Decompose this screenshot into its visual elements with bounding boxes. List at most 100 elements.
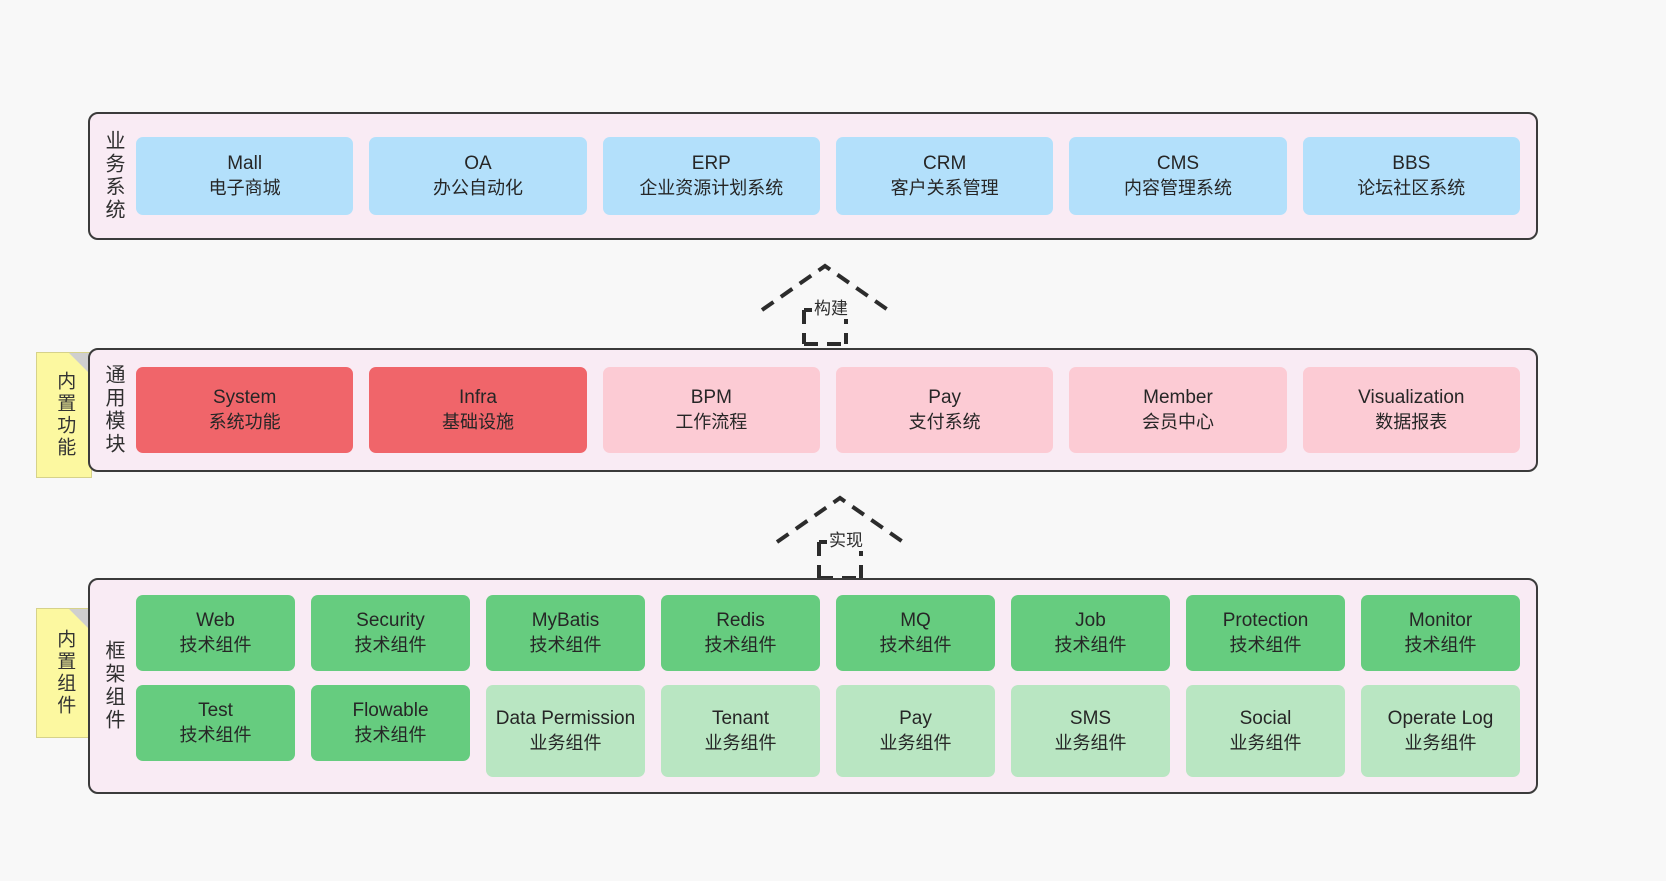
layer-title-business-system: 业务系统 [90,114,136,238]
note-builtin-component: 内置组件 [36,608,92,738]
card-social[interactable]: Social 业务组件 [1186,685,1345,777]
card-title: Protection [1222,609,1309,631]
card-title: BBS [1392,152,1431,174]
card-title: Security [356,609,425,631]
framework-row-top: Web 技术组件 Security 技术组件 MyBatis 技术组件 Redi… [136,595,1520,671]
card-subtitle: 客户关系管理 [890,177,999,198]
card-sms[interactable]: SMS 业务组件 [1011,685,1170,777]
card-subtitle: 技术组件 [179,634,252,655]
card-title: Web [196,609,235,631]
card-pay-business[interactable]: Pay 业务组件 [836,685,995,777]
card-title: BPM [690,386,732,408]
connector-implement: 实现 [767,490,927,582]
card-subtitle: 支付系统 [908,411,981,432]
card-subtitle: 技术组件 [1054,634,1127,655]
card-tenant[interactable]: Tenant 业务组件 [661,685,820,777]
card-subtitle: 业务组件 [1404,732,1477,753]
card-title: Data Permission [495,707,636,729]
card-title: Flowable [352,699,429,721]
card-subtitle: 业务组件 [1054,732,1127,753]
note-label: 内置组件 [54,629,76,717]
card-cms[interactable]: CMS 内容管理系统 [1069,137,1287,215]
layer-title-text: 通用模块 [102,364,124,456]
card-title: MQ [900,609,931,631]
card-title: CMS [1156,152,1200,174]
card-title: Job [1075,609,1106,631]
card-title: Member [1143,386,1213,408]
card-subtitle: 业务组件 [529,732,602,753]
card-title: Visualization [1358,386,1465,408]
card-member[interactable]: Member 会员中心 [1069,367,1287,453]
card-title: Pay [899,707,932,729]
card-subtitle: 论坛社区系统 [1357,177,1466,198]
card-pay[interactable]: Pay 支付系统 [835,367,1054,453]
card-subtitle: 电子商城 [208,177,281,198]
card-mq[interactable]: MQ 技术组件 [836,595,995,671]
card-title: Mall [227,152,263,174]
card-subtitle: 基础设施 [441,411,514,432]
card-data-permission[interactable]: Data Permission 业务组件 [486,685,645,777]
card-subtitle: 业务组件 [704,732,777,753]
card-title: Pay [928,386,962,408]
card-title: Social [1239,707,1292,729]
card-job[interactable]: Job 技术组件 [1011,595,1170,671]
note-label: 内置功能 [54,371,76,459]
card-mall[interactable]: Mall 电子商城 [136,137,354,215]
card-protection[interactable]: Protection 技术组件 [1186,595,1345,671]
card-security[interactable]: Security 技术组件 [311,595,470,671]
card-subtitle: 工作流程 [675,411,748,432]
connector-build: 构建 [752,258,912,348]
layer-framework-component: 框架组件 Web 技术组件 Security 技术组件 MyBatis 技术组件… [88,578,1538,794]
card-system[interactable]: System 系统功能 [136,367,354,453]
card-title: Operate Log [1387,707,1494,729]
layer-common-module: 通用模块 System 系统功能 Infra 基础设施 BPM 工作流程 Pay [88,348,1538,472]
card-bbs[interactable]: BBS 论坛社区系统 [1302,137,1520,215]
card-title: Redis [716,609,765,631]
framework-row-bottom: Test 技术组件 Flowable 技术组件 Data Permission … [136,685,1520,777]
card-infra[interactable]: Infra 基础设施 [369,367,587,453]
card-bpm[interactable]: BPM 工作流程 [602,367,820,453]
card-title: OA [464,152,492,174]
card-title: CRM [923,152,967,174]
card-operate-log[interactable]: Operate Log 业务组件 [1361,685,1520,777]
card-subtitle: 数据报表 [1375,411,1448,432]
card-title: Infra [458,386,497,408]
card-oa[interactable]: OA 办公自动化 [369,137,587,215]
card-subtitle: 企业资源计划系统 [639,177,784,198]
card-redis[interactable]: Redis 技术组件 [661,595,820,671]
card-visualization[interactable]: Visualization 数据报表 [1302,367,1520,453]
note-fold-corner-icon [69,353,91,375]
card-mybatis[interactable]: MyBatis 技术组件 [486,595,645,671]
card-crm[interactable]: CRM 客户关系管理 [835,137,1054,215]
note-fold-corner-icon [69,609,91,631]
card-subtitle: 系统功能 [208,411,281,432]
card-subtitle: 业务组件 [1229,732,1302,753]
connector-build-label: 构建 [812,294,850,319]
card-erp[interactable]: ERP 企业资源计划系统 [602,137,820,215]
card-subtitle: 会员中心 [1141,411,1214,432]
layer-business-system: 业务系统 Mall 电子商城 OA 办公自动化 ERP 企业资源计划系统 CRM [88,112,1538,240]
card-subtitle: 技术组件 [529,634,602,655]
card-monitor[interactable]: Monitor 技术组件 [1361,595,1520,671]
layer-title-framework-component: 框架组件 [90,580,136,792]
card-subtitle: 技术组件 [704,634,777,655]
card-title: Tenant [711,707,770,729]
card-title: ERP [691,152,731,174]
layer-title-text: 业务系统 [102,130,124,222]
card-test[interactable]: Test 技术组件 [136,685,295,761]
connector-implement-label: 实现 [827,526,865,551]
card-subtitle: 业务组件 [879,732,952,753]
card-title: System [212,386,277,408]
card-web[interactable]: Web 技术组件 [136,595,295,671]
card-subtitle: 内容管理系统 [1123,177,1232,198]
card-title: Test [198,699,233,721]
note-builtin-function: 内置功能 [36,352,92,478]
card-subtitle: 技术组件 [354,634,427,655]
card-subtitle: 办公自动化 [432,177,523,198]
card-flowable[interactable]: Flowable 技术组件 [311,685,470,761]
card-title: Monitor [1408,609,1473,631]
card-subtitle: 技术组件 [879,634,952,655]
card-subtitle: 技术组件 [354,724,427,745]
card-title: MyBatis [531,609,600,631]
